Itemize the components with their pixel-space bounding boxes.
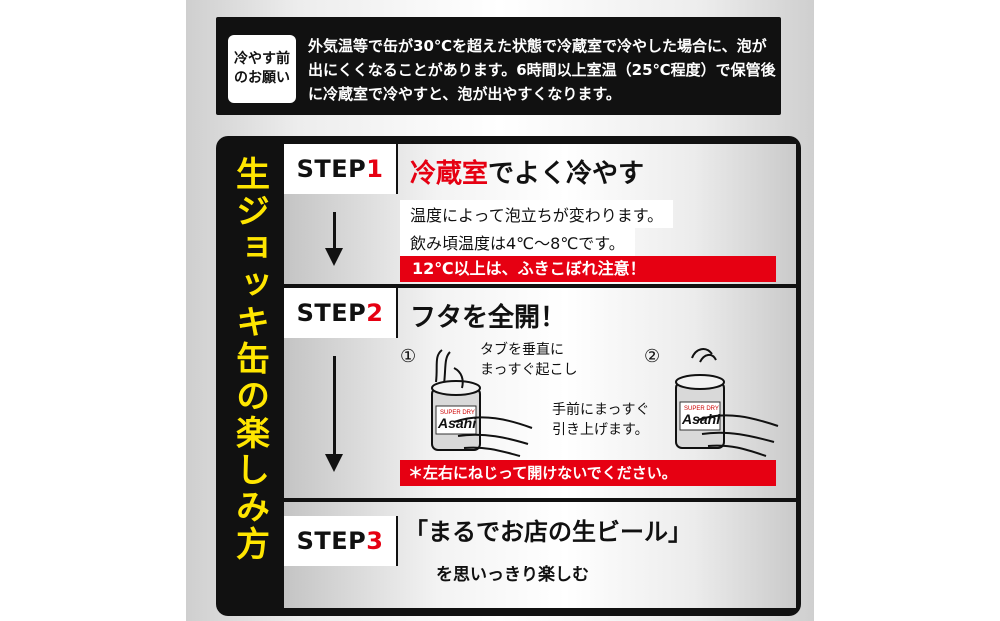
step-3-number: 3 xyxy=(366,527,384,555)
can-2-sub: SUPER DRY xyxy=(684,406,719,412)
step-3-heading: 「まるでお店の生ビール」 xyxy=(404,518,692,546)
instruction-panel: 冷やす前のお願い 外気温等で缶が30℃を超えた状態で冷蔵室で冷やした場合に、泡が… xyxy=(186,0,814,621)
step-3-word: STEP xyxy=(296,527,367,555)
down-arrow-1-icon xyxy=(325,248,343,266)
step-1-heading-rest: でよく冷やす xyxy=(488,159,645,189)
down-arrow-1-line xyxy=(333,212,336,250)
step-2-label-2: 手前にまっすぐ 引き上げます。 xyxy=(552,400,649,440)
step-2-warning: ＊左右にねじって開けないでください。 xyxy=(400,460,776,486)
step-2-label-1a: タブを垂直に xyxy=(480,342,564,358)
step-2-word: STEP xyxy=(296,299,367,327)
vertical-title: 生ジョッキ缶の楽しみ方 xyxy=(216,156,284,596)
down-arrow-2-icon xyxy=(325,454,343,472)
step-2-label-1b: まっすぐ起こし xyxy=(480,362,578,378)
can-open-step-1-illustration: Asahi SUPER DRY xyxy=(431,349,533,457)
vertical-title-text: 生ジョッキ缶の楽しみ方 xyxy=(229,156,270,563)
can-open-step-2-illustration: Asahi SUPER DRY xyxy=(675,348,779,457)
step-1-line-1: 温度によって泡立ちが変わります。 xyxy=(400,200,674,228)
step-divider-2 xyxy=(284,498,796,502)
can-1-sub: SUPER DRY xyxy=(440,410,475,416)
step-1-warning: 12℃以上は、ふきこぼれ注意！ xyxy=(400,256,776,282)
notice-text: 外気温等で缶が30℃を超えた状態で冷蔵室で冷やした場合に、泡が出にくくなることが… xyxy=(308,37,776,103)
step-2-heading: フタを全開！ xyxy=(410,303,567,333)
step-3-subtext: を思いっきり楽しむ xyxy=(436,565,589,585)
step-2-label-2a: 手前にまっすぐ xyxy=(552,402,650,418)
notice-tag: 冷やす前のお願い xyxy=(228,35,296,103)
step-1-number: 1 xyxy=(366,155,384,183)
step-1-heading: 冷蔵室でよく冷やす xyxy=(410,153,644,190)
step-2-label-2b: 引き上げます。 xyxy=(552,422,649,438)
step-2-number: 2 xyxy=(366,299,384,327)
step-2-label-1: タブを垂直に まっすぐ起こし xyxy=(480,340,577,380)
step-1-heading-red: 冷蔵室 xyxy=(410,159,489,189)
step-2-circle-2: ② xyxy=(644,346,661,367)
step-1-line-2: 飲み頃温度は4℃〜8℃です。 xyxy=(400,228,635,256)
notice-tag-text: 冷やす前のお願い xyxy=(234,51,290,86)
step-1-word: STEP xyxy=(296,155,367,183)
pre-chill-notice: 冷やす前のお願い 外気温等で缶が30℃を超えた状態で冷蔵室で冷やした場合に、泡が… xyxy=(216,17,781,115)
step-divider-1 xyxy=(284,284,796,288)
step-2-circle-1: ① xyxy=(400,346,417,367)
down-arrow-2-line xyxy=(333,356,336,456)
